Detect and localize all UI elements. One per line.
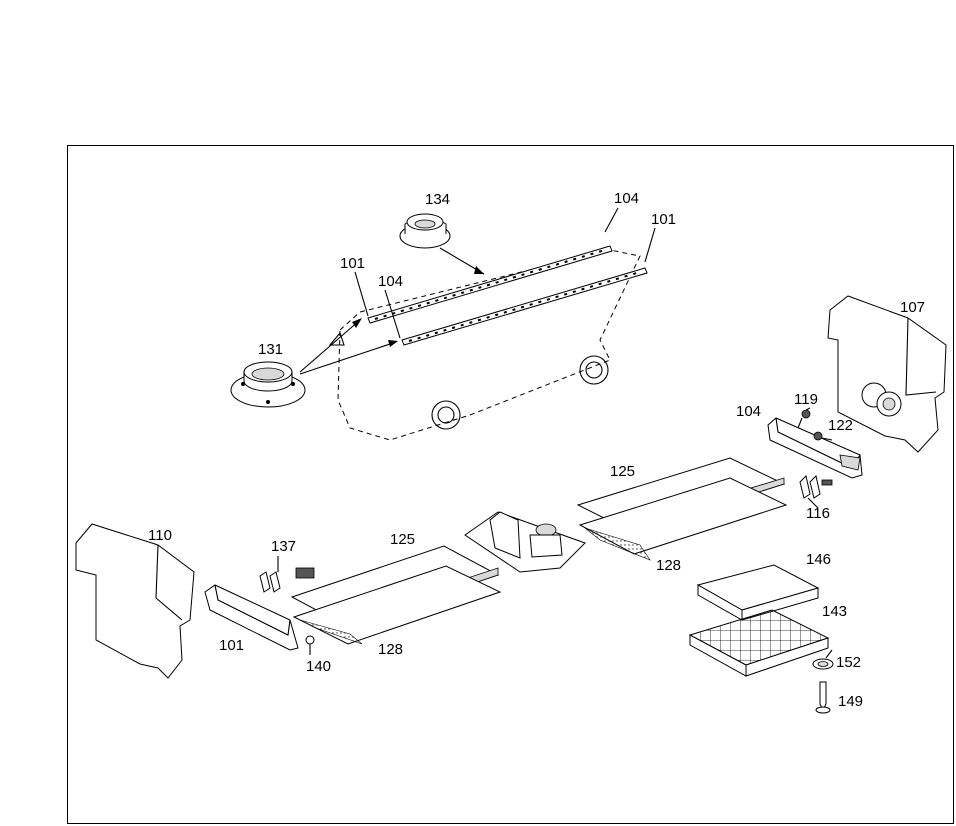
callout-104: 104	[614, 190, 639, 207]
callout-137: 137	[271, 538, 296, 555]
diffuser-128-right	[578, 477, 788, 561]
screw-140	[305, 635, 315, 655]
callout-140: 140	[306, 658, 331, 675]
screw-122	[813, 431, 833, 441]
left-housing-110	[75, 523, 195, 679]
screw-149	[815, 681, 831, 714]
callout-104: 104	[378, 273, 403, 290]
callout-125: 125	[610, 463, 635, 480]
callout-146: 146	[806, 551, 831, 568]
callout-101: 101	[219, 637, 244, 654]
callout-labels: 134 104 101 101 104 131 107 104 119 122 …	[148, 190, 925, 710]
callout-104: 104	[736, 403, 761, 420]
roof-strip-104	[367, 245, 613, 324]
callout-128: 128	[656, 557, 681, 574]
callout-101: 101	[340, 255, 365, 272]
right-housing-107	[827, 295, 947, 453]
right-bracket-104	[767, 417, 863, 479]
nut-152	[812, 658, 834, 670]
callout-149: 149	[838, 693, 863, 710]
callout-128: 128	[378, 641, 403, 658]
screw-119	[797, 409, 811, 429]
left-bracket-101	[204, 584, 299, 651]
callout-152: 152	[836, 654, 861, 671]
diagram-frame	[67, 145, 954, 824]
callout-110: 110	[148, 527, 172, 544]
vehicle-outline	[328, 249, 641, 441]
roof-strip-101	[401, 267, 648, 346]
pack-146	[696, 564, 820, 621]
round-vent-cap-134	[399, 213, 451, 249]
leader-lines	[277, 207, 833, 659]
callout-134: 134	[425, 191, 450, 208]
diffuser-128-left	[292, 565, 502, 645]
callout-131: 131	[258, 341, 283, 358]
callout-116: 116	[806, 505, 830, 522]
callout-143: 143	[822, 603, 847, 620]
grid-tray-143	[688, 609, 830, 677]
callout-107: 107	[900, 299, 925, 316]
callout-122: 122	[828, 417, 853, 434]
callout-119: 119	[794, 391, 818, 408]
callout-125: 125	[390, 531, 415, 548]
callout-101: 101	[651, 211, 676, 228]
flanged-vent-131	[230, 361, 306, 408]
clip-116	[799, 475, 833, 499]
connector-137	[259, 567, 315, 593]
center-lamp-unit	[464, 511, 586, 573]
